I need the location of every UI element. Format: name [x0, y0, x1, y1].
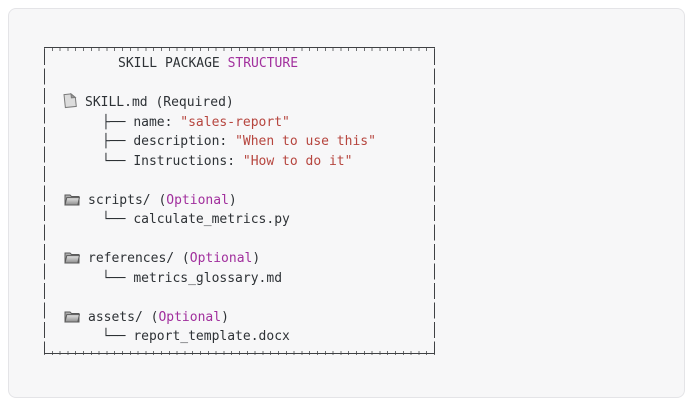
child-label: Instructions: [133, 153, 243, 169]
skill-package-structure-diagram: SKILL PACKAGE STRUCTURE SKILL.md (Requir… [44, 47, 435, 355]
folder-icon [64, 250, 81, 271]
child-label: calculate_metrics.py [133, 212, 290, 227]
box-border-top [44, 47, 435, 51]
child-label: report_template.docx [133, 329, 290, 344]
blank-line [44, 74, 435, 94]
paren-close: ) [252, 251, 261, 266]
diagram-title-accent: STRUCTURE [227, 56, 299, 71]
tree-connector: ├── [102, 134, 134, 149]
item-qualifier: Required [163, 95, 226, 110]
child-value: "sales-report" [180, 114, 290, 130]
child-label: description: [133, 134, 236, 149]
item-qualifier: Optional [158, 309, 222, 325]
tree-child-calculate-metrics: └── calculate_metrics.py [44, 210, 435, 230]
tree-connector: └── [102, 270, 134, 286]
content-card: SKILL PACKAGE STRUCTURE SKILL.md (Requir… [8, 8, 685, 398]
blank-line [44, 171, 435, 191]
tree-item-assets: assets/ (Optional) [44, 308, 435, 328]
tree-item-scripts: scripts/ (Optional) [44, 191, 435, 211]
paren-open: ( [174, 251, 190, 266]
tree-item-references: references/ (Optional) [44, 249, 435, 269]
diagram-title-plain: SKILL PACKAGE [118, 56, 228, 71]
tree-connector: ├── [102, 114, 134, 130]
paren-open: ( [150, 192, 167, 208]
paren-open: ( [142, 309, 159, 325]
tree-connector: └── [102, 153, 134, 169]
file-icon [63, 92, 78, 115]
box-border-right [433, 49, 435, 353]
child-label: metrics_glossary.md [133, 270, 283, 286]
paren-close: ) [225, 95, 234, 110]
box-border-bottom [44, 350, 435, 355]
box-border-left [44, 49, 46, 353]
paren-close: ) [228, 192, 237, 208]
child-value: "How to do it" [242, 153, 353, 169]
tree-child-name: ├── name: "sales-report" [44, 113, 435, 133]
item-qualifier: Optional [166, 192, 229, 208]
folder-icon [64, 192, 81, 213]
item-name: SKILL.md [85, 95, 148, 110]
paren-close: ) [221, 309, 229, 325]
folder-icon [64, 309, 81, 330]
blank-line [44, 230, 435, 250]
tree-child-instructions: └── Instructions: "How to do it" [44, 152, 435, 172]
tree-child-description: ├── description: "When to use this" [44, 132, 435, 152]
tree-child-report-template: └── report_template.docx [44, 327, 435, 347]
item-name: references/ [88, 251, 175, 266]
tree-child-metrics-glossary: └── metrics_glossary.md [44, 269, 435, 289]
item-name: scripts/ [88, 192, 151, 208]
item-name: assets/ [88, 309, 143, 325]
tree-item-skill-md: SKILL.md (Required) [44, 92, 435, 115]
blank-line [44, 288, 435, 308]
diagram-title: SKILL PACKAGE STRUCTURE [44, 54, 435, 74]
paren-open: ( [147, 95, 164, 110]
child-label: name: [133, 114, 181, 130]
tree-connector: └── [102, 212, 134, 227]
item-qualifier: Optional [189, 251, 253, 266]
tree-connector: └── [102, 329, 134, 344]
child-value: "When to use this" [235, 134, 376, 149]
